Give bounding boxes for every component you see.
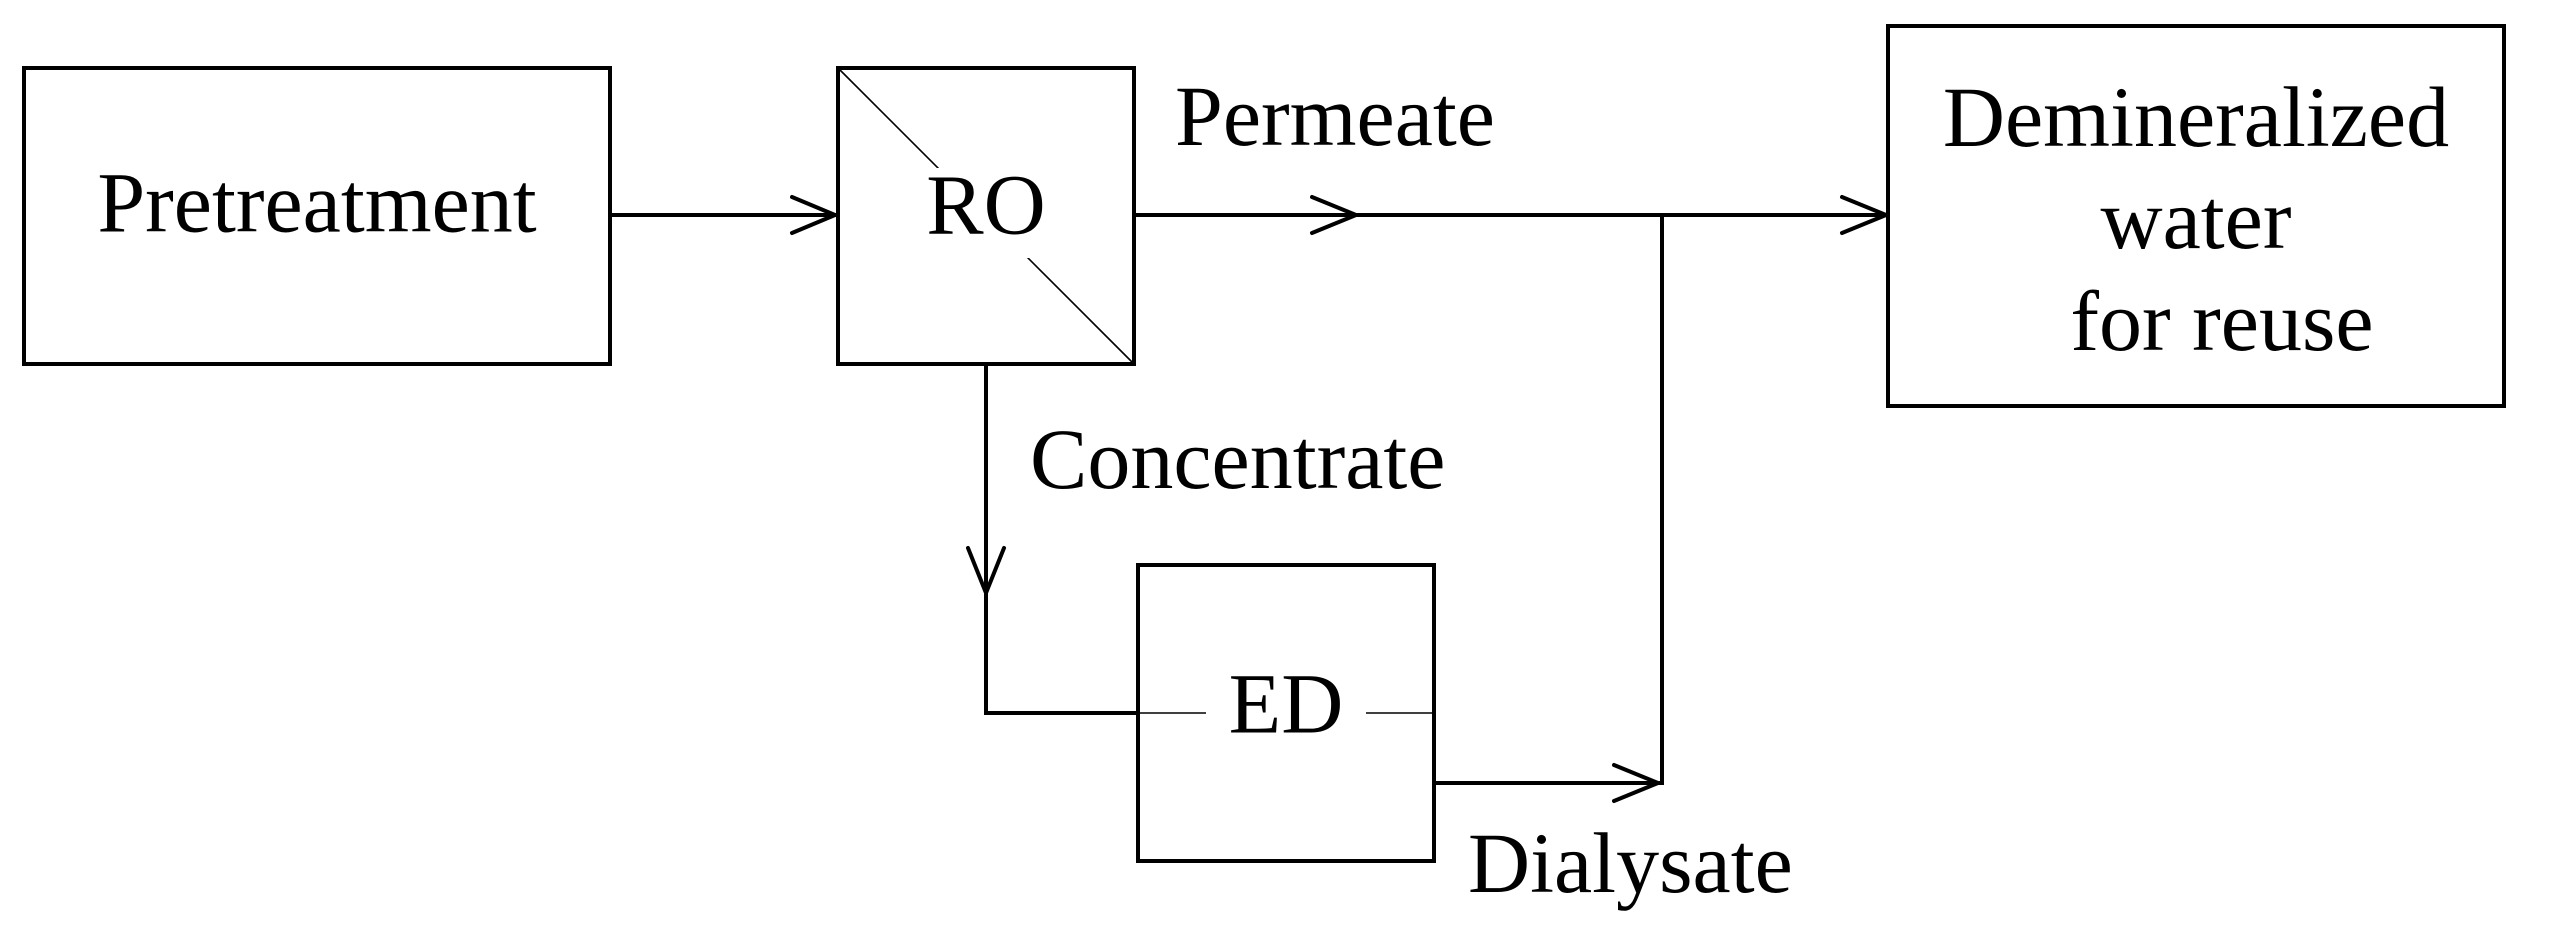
arrowhead-right: [1310, 195, 1358, 235]
demineralized-water-box: [1886, 24, 2506, 408]
concentrate-label: Concentrate: [1030, 411, 1445, 507]
dialysate-label: Dialysate: [1468, 815, 1793, 911]
demineralized-label-line-2: water: [2101, 171, 2292, 267]
pretreatment-label: Pretreatment: [97, 155, 536, 251]
pretreatment-node: Pretreatment: [22, 66, 612, 366]
ed-node: ED: [1136, 563, 1436, 863]
pretreatment-box: [22, 66, 612, 366]
dialysate-stream: Dialysate: [1432, 213, 1793, 911]
concentrate-stream: Concentrate: [966, 362, 1445, 715]
ed-label-backdrop: [1206, 668, 1366, 758]
demineralized-label-line-3: for reuse: [2070, 273, 2373, 369]
demineralized-water-node: Demineralized water for reuse: [1886, 24, 2506, 408]
arrow-pretreatment-to-ro: [608, 195, 837, 235]
ro-label-backdrop: [896, 168, 1076, 258]
arrowhead-right: [1612, 763, 1660, 803]
ed-label: ED: [1229, 656, 1344, 752]
permeate-stream: Permeate: [1132, 68, 1888, 235]
ro-node: RO: [836, 66, 1136, 366]
ro-label: RO: [926, 157, 1045, 253]
permeate-label: Permeate: [1175, 68, 1495, 164]
arrowhead-down: [966, 546, 1006, 595]
arrowhead-right: [790, 195, 837, 235]
demineralized-label-line-1: Demineralized: [1943, 69, 2449, 165]
